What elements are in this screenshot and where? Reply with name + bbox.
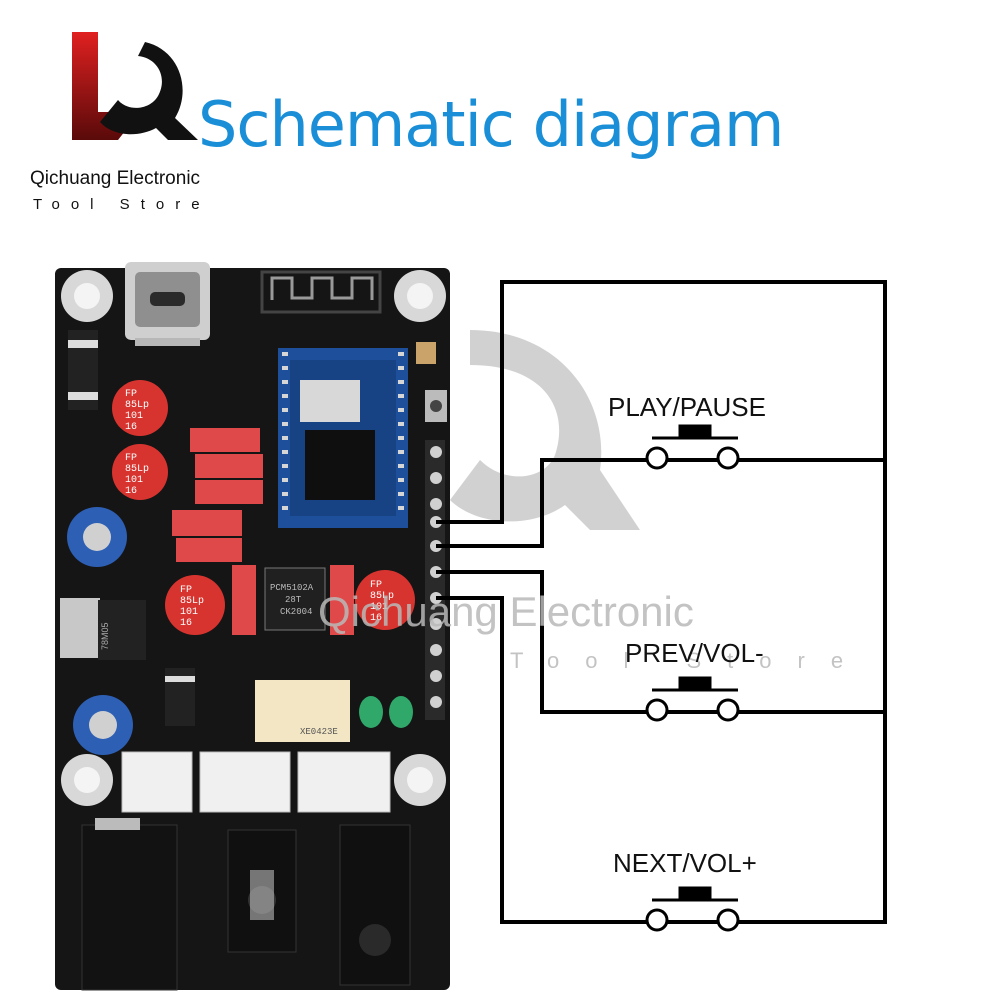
svg-text:XE0423E: XE0423E [300,727,338,737]
relay: XE0423E [255,680,350,742]
diode [68,330,98,410]
watermark-subtext: Tool Store [510,648,870,673]
brand-name: Qichuang Electronic [30,168,201,189]
label-next-vol: NEXT/VOL+ [613,848,757,878]
capacitor-red: FP 85Lp 101 16 [165,575,225,635]
pcb-board: FP 85Lp 101 16 FP 85Lp 101 16 FP [55,262,450,991]
board-pushbutton [425,390,447,422]
diode [165,668,195,726]
wire-common [436,280,887,924]
button-prev-vol [645,676,740,722]
button-play-pause [645,424,740,470]
svg-text:FP 85Lp 10: FP 85Lp 101 16 [180,585,210,629]
capacitor-blue [67,507,127,567]
mounting-hole [61,270,113,322]
button-next-vol [645,886,740,932]
mounting-hole [394,270,446,322]
capacitor-red: FP 85Lp 101 16 [112,380,168,436]
button-wiring [436,280,887,924]
board-led-orange [416,342,436,364]
logo-letter-q [100,42,198,140]
capacitor-red: FP 85Lp 101 16 [112,444,168,500]
svg-text:FP 85Lp 10: FP 85Lp 101 16 [125,453,155,497]
label-prev-vol: PREV/VOL- [625,638,764,668]
svg-text:FP 85Lp 10: FP 85Lp 101 16 [370,580,400,624]
pin-header [425,440,445,720]
svg-text:78M05: 78M05 [100,622,110,650]
brand-tagline: Tool Store [33,196,211,213]
led-green [359,696,383,728]
audio-jack [227,829,297,953]
label-play-pause: PLAY/PAUSE [608,392,766,422]
usb-c-connector [125,262,210,346]
voltage-regulator: 78M05 [60,598,146,660]
dac-chip: PCM5102A 28T CK2004 [264,567,326,631]
capacitor-red: FP 85Lp 101 16 [355,570,415,630]
watermark-text: Qichuang Electronic [318,588,694,635]
mounting-hole [394,754,446,806]
bluetooth-module [278,348,408,528]
page-title: Schematic diagram [198,88,784,161]
wire-prev [436,570,885,714]
svg-text:PCM5102A 28T: PCM5102A 28T CK2004 [270,583,319,617]
dc-power-jack [81,818,178,991]
svg-text:FP 85Lp 10: FP 85Lp 101 16 [125,389,155,433]
mounting-hole [61,754,113,806]
audio-jack [339,824,411,986]
jst-connector [121,751,193,813]
film-resistor [172,428,354,635]
jst-connector [199,751,291,813]
capacitor-blue [73,695,133,755]
wire-play [436,458,885,548]
jst-connector [297,751,391,813]
led-green [389,696,413,728]
brand-logo [72,32,198,140]
pcb-antenna [260,270,382,314]
